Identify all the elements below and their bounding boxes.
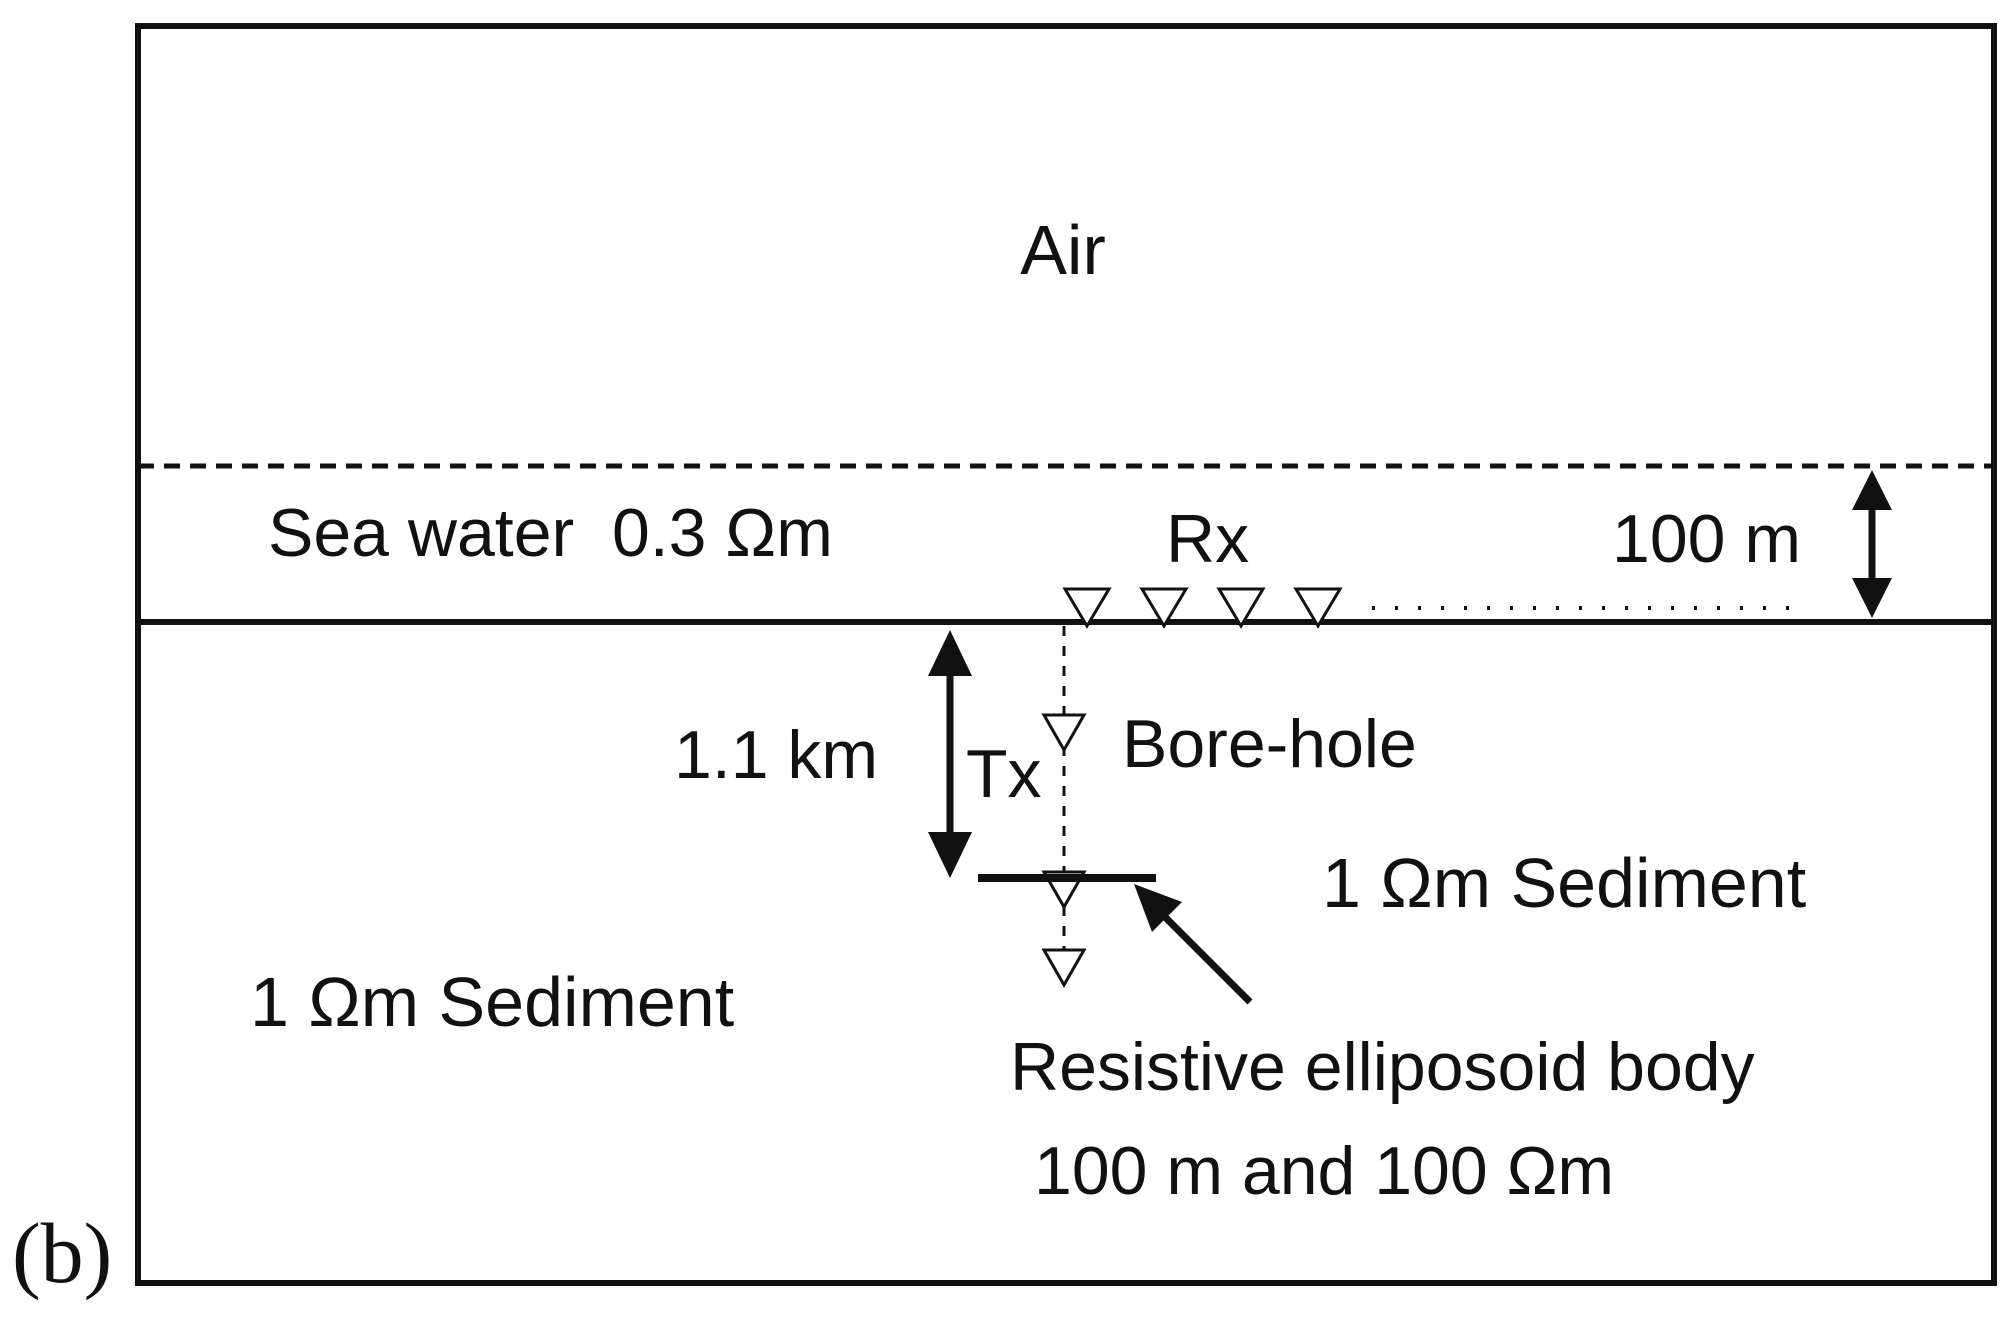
water-depth-label: 100 m [1612,501,1801,577]
receiver-icon [1216,587,1266,629]
tx-depth-label: 1.1 km [674,717,878,793]
sediment-left-label: 1 Ωm Sediment [250,963,734,1041]
target-description-line2: 100 m and 100 Ωm [1034,1133,1614,1209]
model-frame [135,23,1997,1286]
target-pointer-arrow [1134,884,1253,1005]
air-label: Air [1020,211,1106,289]
seafloor-receivers [1062,587,1343,629]
transmitter-label: Tx [966,736,1042,812]
receiver-icon [1139,587,1189,629]
receiver-icon [1062,587,1112,629]
water-depth-arrow [1852,470,1892,618]
target-description-line1: Resistive elliposoid body [1010,1029,1755,1105]
receiver-label: Rx [1166,501,1249,577]
sea-water-label: Sea water 0.3 Ωm [268,495,833,571]
borehole-label: Bore-hole [1122,706,1417,782]
receiver-icon [1041,948,1087,989]
receiver-icon [1041,713,1087,754]
receiver-icon [1293,587,1343,629]
panel-label: (b) [12,1205,112,1301]
sediment-right-label: 1 Ωm Sediment [1322,844,1806,922]
tx-depth-arrow [928,630,972,878]
